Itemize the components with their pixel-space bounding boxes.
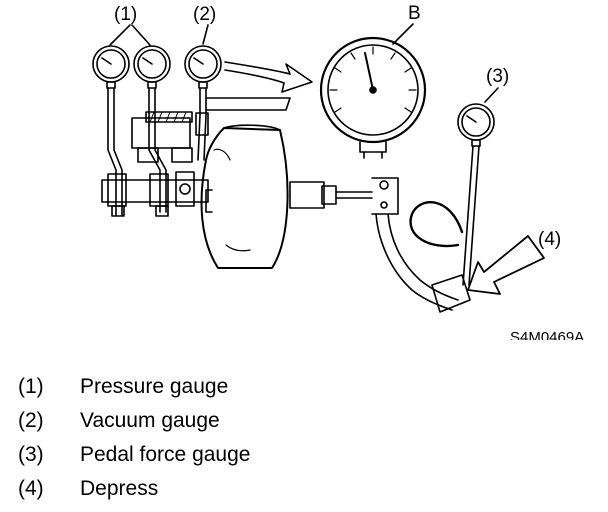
legend-number: (4) [18,477,44,500]
callout-3-label: (3) [486,66,509,87]
legend: (1) Pressure gauge (2) Vacuum gauge (3) … [18,370,250,506]
legend-number: (2) [18,409,44,432]
master-cylinder [101,111,209,217]
push-rod [289,177,399,215]
pressure-gauge-right [133,45,171,213]
legend-item-vacuum-gauge: (2) Vacuum gauge [18,404,250,438]
arrow-to-gauge-b [224,61,313,93]
brake-booster [200,124,289,269]
legend-item-pressure-gauge: (1) Pressure gauge [18,370,250,404]
callout-1-label: (1) [114,4,137,25]
legend-number: (1) [18,375,44,398]
legend-text: Pedal force gauge [80,443,251,466]
gauge-b [319,36,427,159]
brake-booster-test-diagram: (1) (2) B (3) (4) S4M0469A [92,3,584,340]
pressure-gauge-left [92,45,130,216]
brake-pedal [375,213,471,313]
legend-text: Pressure gauge [80,375,229,398]
leader-lines [109,23,499,103]
callout-4-label: (4) [538,229,561,250]
pedal-force-gauge [409,103,495,286]
figure-code: S4M0469A [510,329,584,340]
legend-item-depress: (4) Depress [18,472,250,506]
legend-item-pedal-force-gauge: (3) Pedal force gauge [18,438,250,472]
legend-text: Depress [80,477,159,500]
callout-2-label: (2) [193,4,216,25]
vacuum-gauge [184,45,291,161]
callout-b-label: B [408,3,421,24]
depress-arrow [467,235,545,295]
legend-number: (3) [18,443,44,466]
legend-text: Vacuum gauge [80,409,220,432]
